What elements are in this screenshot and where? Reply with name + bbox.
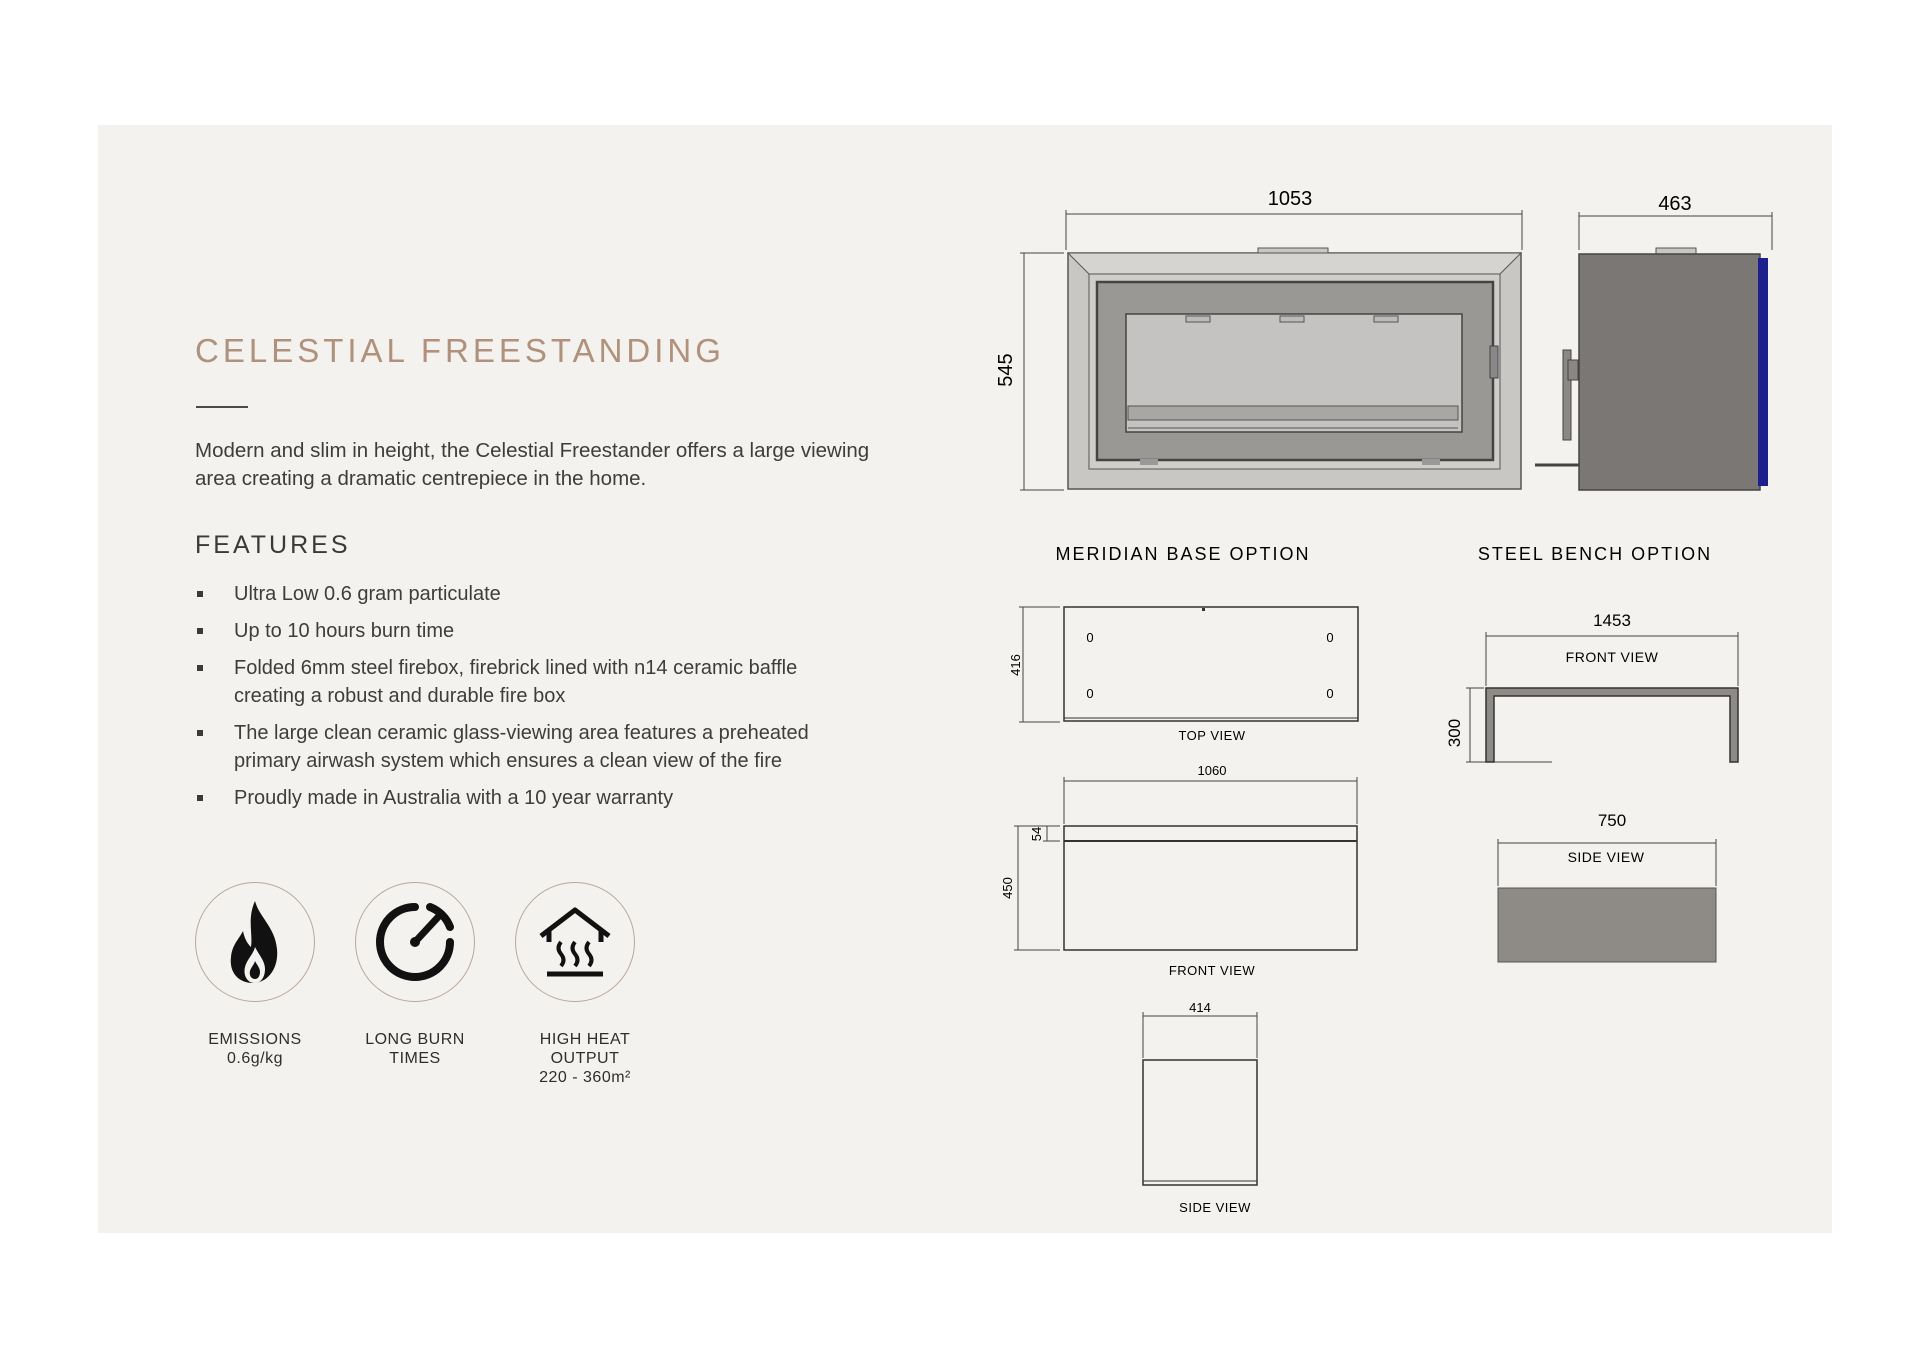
hole-marker: 0 <box>1326 630 1333 645</box>
hole-marker: 0 <box>1086 686 1093 701</box>
side-view-width-dim: 414 <box>1189 1000 1211 1015</box>
intro-text: Modern and slim in height, the Celestial… <box>195 439 870 490</box>
badge-line: 220 - 360m² <box>539 1069 631 1086</box>
meridian-top-view <box>1019 606 1359 723</box>
bench-front-view-label: FRONT VIEW <box>1566 649 1659 665</box>
flame-icon <box>230 901 278 983</box>
bench-front-view <box>1466 632 1739 763</box>
badge-line: HIGH HEAT <box>539 1031 631 1048</box>
feature-item: Up to 10 hours burn time <box>195 617 835 645</box>
stove-front-view <box>1020 210 1523 491</box>
meridian-heading: MERIDIAN BASE OPTION <box>1055 544 1310 564</box>
feature-item: Folded 6mm steel firebox, firebrick line… <box>195 654 835 710</box>
features-list: Ultra Low 0.6 gram particulate Up to 10 … <box>195 580 835 821</box>
long-burn-badge <box>355 882 475 1002</box>
title-divider <box>196 406 248 408</box>
top-view-depth-dim: 416 <box>1008 654 1023 676</box>
badge-line: TIMES <box>389 1050 441 1067</box>
bench-width-dim: 1453 <box>1593 611 1631 630</box>
front-view-top-dim: 54 <box>1029 827 1044 841</box>
front-view-height-dim: 450 <box>1000 877 1015 899</box>
bench-height-dim: 300 <box>1445 719 1464 747</box>
spec-panel <box>98 125 1832 1233</box>
stove-width-dim: 1053 <box>1268 188 1313 210</box>
stove-side-view <box>1535 212 1773 491</box>
feature-item: Proudly made in Australia with a 10 year… <box>195 784 835 812</box>
side-view-label: SIDE VIEW <box>1179 1200 1251 1215</box>
house-heat-icon <box>539 907 611 977</box>
feature-item: Ultra Low 0.6 gram particulate <box>195 580 835 608</box>
heat-output-badge <box>515 882 635 1002</box>
emissions-badge <box>195 882 315 1002</box>
heat-output-label: HIGH HEAT OUTPUT 220 - 360m² <box>505 1030 665 1087</box>
bench-side-view <box>1497 839 1717 963</box>
long-burn-label: LONG BURN TIMES <box>335 1030 495 1068</box>
meridian-side-view <box>1142 1012 1258 1186</box>
bench-side-view-label: SIDE VIEW <box>1568 849 1645 865</box>
features-heading: FEATURES <box>195 531 351 559</box>
hole-marker: 0 <box>1326 686 1333 701</box>
gauge-icon <box>376 903 454 981</box>
top-view-label: TOP VIEW <box>1178 728 1245 743</box>
badge-line: LONG BURN <box>365 1031 465 1048</box>
stove-depth-dim: 463 <box>1658 193 1691 215</box>
badge-line: 0.6g/kg <box>227 1050 283 1067</box>
badge-line: OUTPUT <box>550 1050 620 1067</box>
stove-height-dim: 545 <box>995 353 1017 386</box>
bench-side-width-dim: 750 <box>1598 811 1626 830</box>
emissions-label: EMISSIONS 0.6g/kg <box>175 1030 335 1068</box>
feature-item: The large clean ceramic glass-viewing ar… <box>195 719 835 775</box>
meridian-front-view <box>1014 777 1358 951</box>
front-view-label: FRONT VIEW <box>1169 963 1256 978</box>
hole-marker: 0 <box>1086 630 1093 645</box>
steel-bench-heading: STEEL BENCH OPTION <box>1478 544 1712 564</box>
badge-line: EMISSIONS <box>208 1031 302 1048</box>
front-view-width-dim: 1060 <box>1198 763 1227 778</box>
page-title: CELESTIAL FREESTANDING <box>195 332 725 369</box>
